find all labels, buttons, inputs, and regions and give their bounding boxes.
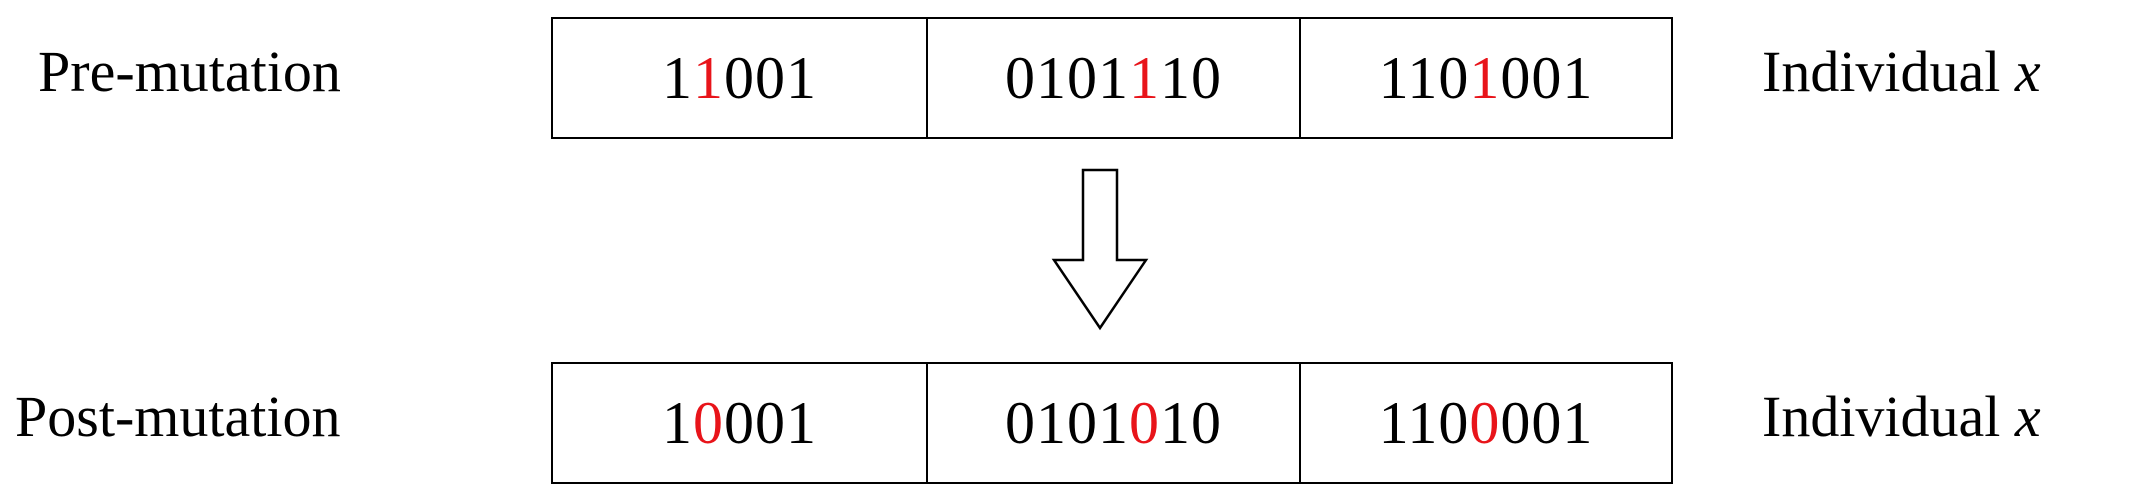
segment-bits-before: 1 xyxy=(662,44,693,111)
mutated-bit: 1 xyxy=(1129,44,1160,111)
segment-bits-before: 110 xyxy=(1378,44,1470,111)
post-mutation-label: Post-mutation xyxy=(15,384,341,449)
segment-bits-before: 0101 xyxy=(1005,389,1129,456)
mutated-bit: 0 xyxy=(693,389,724,456)
segment-bits-before: 110 xyxy=(1378,389,1470,456)
mutated-bit: 1 xyxy=(693,44,724,111)
segment-bits-after: 001 xyxy=(1500,389,1594,456)
segment-bits-before: 1 xyxy=(662,389,693,456)
segment-bits-after: 001 xyxy=(1500,44,1594,111)
individual-text: Individual xyxy=(1762,384,2001,449)
segment-bits-after: 10 xyxy=(1160,389,1222,456)
pre-individual-label: Individual x xyxy=(1762,43,2041,101)
individual-variable: x xyxy=(2014,384,2041,449)
down-arrow-icon xyxy=(1051,168,1149,331)
segment-bits-after: 001 xyxy=(724,389,817,456)
segment-bits-before: 0101 xyxy=(1005,44,1129,111)
mutated-bit: 0 xyxy=(1469,389,1501,456)
individual-text: Individual xyxy=(1762,39,2001,104)
pre-mutation-label: Pre-mutation xyxy=(38,39,341,104)
mutated-bit: 1 xyxy=(1469,44,1501,111)
segment-bits-after: 10 xyxy=(1160,44,1222,111)
individual-variable: x xyxy=(2014,39,2041,104)
segment-bits-after: 001 xyxy=(724,44,817,111)
mutated-bit: 0 xyxy=(1129,389,1160,456)
post-individual-label: Individual x xyxy=(1762,388,2041,446)
